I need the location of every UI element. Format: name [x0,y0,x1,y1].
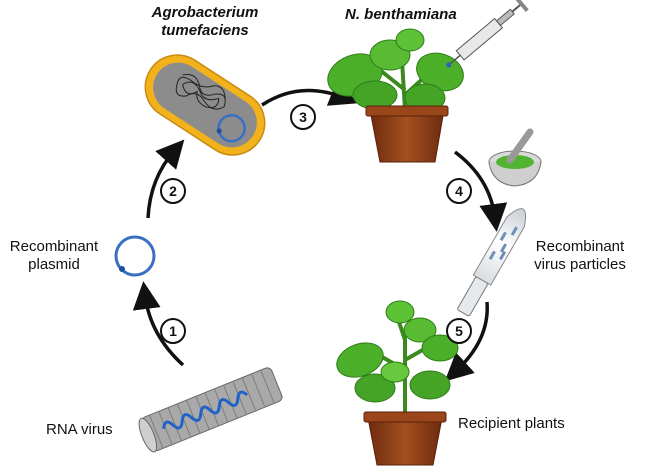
arrow-step-5 [444,301,489,382]
recipient-plant-illustration [336,300,459,466]
rna-virus-label: RNA virus [46,421,113,438]
mortar-pestle-illustration [488,128,542,187]
recombinant-plasmid-label: Recombinant plasmid [0,238,108,274]
step-5-badge: 5 [446,318,472,344]
recombinant-virus-label-line2: virus particles [534,256,626,273]
step-1-badge: 1 [160,318,186,344]
recombinant-plasmid-illustration [114,235,156,277]
step-2-badge: 2 [160,178,186,204]
step-3-badge: 3 [290,104,316,130]
n-benthamiana-label: N. benthamiana [345,6,457,23]
arrow-step-3 [261,79,359,107]
recombinant-plasmid-label-line1: Recombinant [9,238,99,255]
recipient-plants-label: Recipient plants [458,415,565,432]
tube-illustration [457,208,527,317]
recombinant-virus-label-line1: Recombinant [535,238,625,255]
agrobacterium-illustration [144,54,266,156]
arrow-step-1 [132,281,185,367]
arrow-step-4 [453,150,508,232]
agrobacterium-label-line1: Agrobacterium [151,4,259,21]
agrobacterium-label-line2: tumefaciens [161,22,249,39]
rna-virus-illustration [138,367,283,453]
syringe-illustration [446,0,529,68]
agrobacterium-label: Agrobacterium tumefaciens [140,4,270,40]
step-4-badge: 4 [446,178,472,204]
arrow-step-2 [146,139,185,219]
recombinant-plasmid-label-line2: plasmid [28,256,80,273]
recombinant-virus-label: Recombinant virus particles [520,238,640,274]
n-benthamiana-plant-illustration [327,28,464,163]
